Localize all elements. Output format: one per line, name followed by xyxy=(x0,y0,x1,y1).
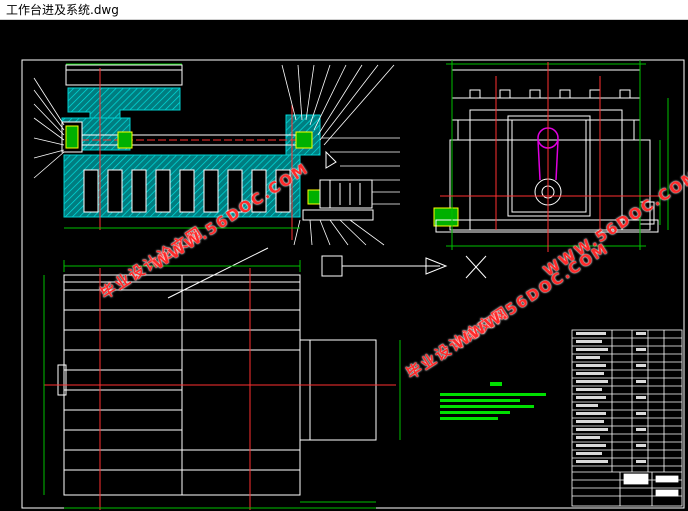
end-view xyxy=(433,60,669,252)
title-block xyxy=(571,329,683,507)
plan-view xyxy=(43,247,401,510)
cad-drawing xyxy=(21,59,685,510)
window-titlebar: 工作台进及系统.dwg xyxy=(0,0,688,20)
technical-notes xyxy=(440,382,546,420)
window-title: 工作台进及系统.dwg xyxy=(6,3,119,17)
section-view xyxy=(33,63,400,246)
bom-text-marks xyxy=(576,332,646,463)
drawing-canvas[interactable]: 毕业设计论文网 WWW.56DOC.COM 毕业设计论文网 WWW.56DOC.… xyxy=(0,20,688,511)
view-arrow xyxy=(321,255,487,279)
